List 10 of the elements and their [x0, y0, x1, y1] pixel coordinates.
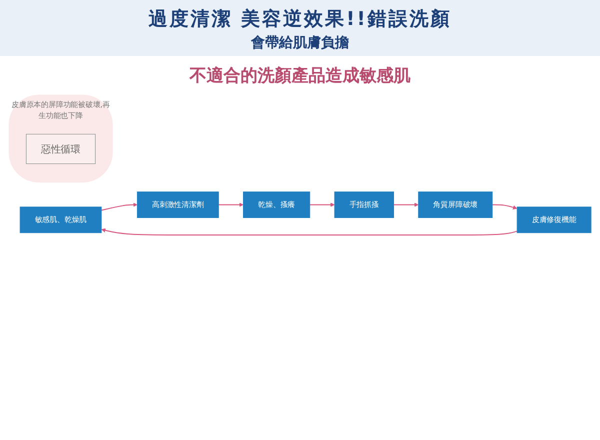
arrow [100, 202, 138, 211]
subheading: 會帶給肌膚負擔 [251, 34, 349, 52]
node-box: 惡性循環 [26, 134, 96, 164]
arrow [101, 228, 518, 236]
arrow [492, 204, 518, 210]
heading: 過度清潔 美容逆效果!!錯誤洗顏 [148, 7, 452, 32]
arrow [218, 202, 244, 207]
arrow [309, 202, 335, 207]
arrow [393, 202, 419, 207]
section-title: 不適合的洗顏產品造成敏感肌 [190, 65, 410, 87]
